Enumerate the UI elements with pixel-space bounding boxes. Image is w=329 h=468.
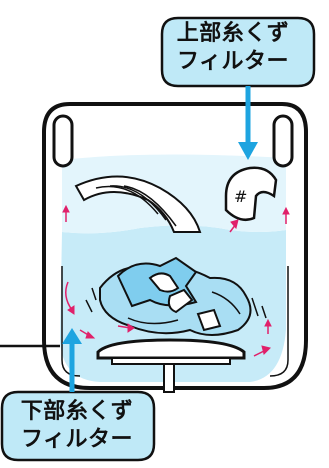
laundry-cloth-fold bbox=[261, 305, 267, 319]
flow-arrow bbox=[264, 318, 272, 327]
laundry-cloth-fold bbox=[127, 317, 179, 325]
lower-filter-callout-bubble bbox=[0, 390, 156, 462]
tub-outline bbox=[42, 102, 308, 390]
flow-arrow bbox=[62, 204, 70, 213]
upper-lint-filter-label-line1: 上部糸くず bbox=[176, 21, 290, 46]
flow-arrow bbox=[282, 206, 290, 215]
flow-arrow bbox=[67, 305, 75, 315]
laundry-cloth-fold bbox=[211, 291, 241, 315]
motor-shaft bbox=[163, 363, 175, 393]
flow-arrow bbox=[85, 331, 96, 339]
laundry-cloth-fold bbox=[251, 297, 259, 317]
lower-lint-filter-label-line1: 下部糸くず bbox=[20, 399, 134, 424]
stream-line bbox=[109, 185, 167, 221]
flow-arrow bbox=[127, 323, 135, 333]
stream-line bbox=[123, 185, 177, 227]
drum-inner-wall bbox=[269, 266, 289, 377]
stream-line bbox=[95, 185, 159, 215]
pulsator bbox=[96, 338, 246, 360]
flow-arrow bbox=[65, 281, 73, 311]
lower-filter-pointer-arrow bbox=[62, 328, 82, 344]
laundry-cloth-fold bbox=[85, 299, 93, 313]
laundry-sock bbox=[148, 272, 180, 293]
flow-arrows bbox=[62, 204, 290, 357]
lower-lint-filter-label-line2: フィルター bbox=[20, 427, 134, 452]
right-top-slot bbox=[272, 114, 294, 168]
upper-filter-pointer-arrow bbox=[238, 142, 258, 160]
lower-lint-filter-label: 下部糸くず フィルター bbox=[2, 398, 152, 454]
laundry-cloth-fold bbox=[91, 287, 97, 301]
upper-lint-filter-label-line2: フィルター bbox=[176, 49, 290, 74]
drum-inner-wall bbox=[61, 266, 81, 377]
laundry-sock bbox=[167, 288, 194, 314]
laundry-sock bbox=[196, 308, 222, 332]
left-top-slot bbox=[52, 114, 74, 168]
upper-lint-filter-label: 上部糸くず フィルター bbox=[158, 20, 308, 76]
filter-symbol: # bbox=[234, 187, 247, 206]
upper-filter-callout-bubble bbox=[160, 16, 316, 88]
upper-lint-filter bbox=[224, 166, 278, 221]
flow-arrow bbox=[230, 219, 239, 230]
water-stream bbox=[74, 175, 202, 233]
flow-arrow bbox=[261, 345, 271, 355]
